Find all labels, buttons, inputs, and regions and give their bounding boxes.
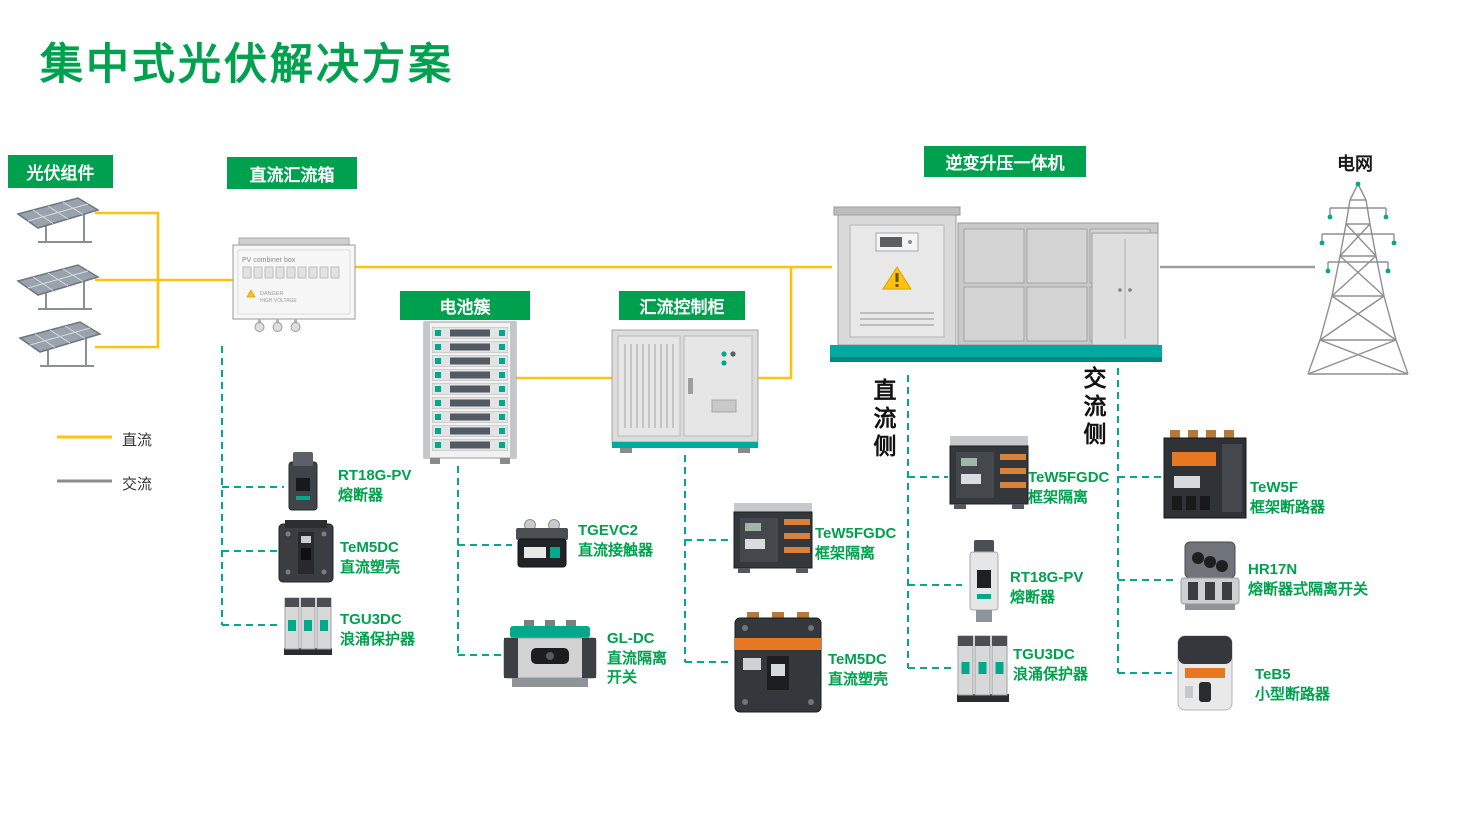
surge-protector-icon (957, 635, 1009, 702)
product-model: RT18G-PV (1010, 569, 1084, 586)
product-model: TGU3DC (1013, 646, 1075, 663)
product-label-tgu3dc-1: TGU3DC 浪涌保护器 (340, 610, 415, 649)
product-desc: 熔断器 (338, 486, 384, 504)
product-label-teb5: TeB5 小型断路器 (1255, 665, 1330, 704)
warning-triangle-icon (246, 289, 256, 298)
page-title: 集中式光伏解决方案 (40, 41, 454, 89)
control-cabinet-illustration (611, 329, 759, 453)
product-label-tem5dc-1: TeM5DC 直流塑壳 (340, 538, 400, 577)
fuse-holder-icon (288, 452, 318, 511)
product-model: TeM5DC (828, 651, 887, 668)
product-desc: 直流接触器 (578, 541, 654, 559)
product-model: HR17N (1248, 561, 1298, 578)
dc-combiner-box-illustration: PV combiner box DANGER HIGH VOLTAGE (232, 237, 356, 332)
product-label-gl-dc: GL-DC 直流隔离开关 (607, 629, 675, 688)
solar-panel-icon (19, 321, 101, 367)
product-label-tgu3dc-2: TGU3DC 浪涌保护器 (1013, 645, 1088, 684)
combiner-high-voltage-text: HIGH VOLTAGE (260, 298, 297, 304)
product-desc: 熔断器 (1010, 588, 1056, 606)
product-desc: 直流塑壳 (828, 670, 889, 688)
product-model: TeW5FGDC (1028, 469, 1110, 486)
dc-connection-lines (95, 211, 832, 380)
product-desc: 框架隔离 (1028, 488, 1089, 506)
inverter-illustration (830, 206, 1162, 362)
product-label-tem5dc-2: TeM5DC 直流塑壳 (828, 650, 888, 689)
combiner-box-caption: PV combiner box (242, 257, 296, 264)
product-model: TeB5 (1255, 666, 1291, 683)
transmission-tower-illustration (1307, 181, 1409, 375)
product-label-tew5fgdc-2: TeW5FGDC 框架隔离 (1028, 468, 1109, 507)
product-desc: 小型断路器 (1255, 685, 1331, 703)
product-desc: 框架隔离 (815, 544, 876, 562)
product-label-rt18g-pv-2: RT18G-PV 熔断器 (1010, 568, 1083, 607)
frame-isolator-icon (733, 503, 813, 573)
product-model: TGEVC2 (578, 522, 639, 539)
product-desc: 熔断器式隔离开关 (1248, 580, 1369, 598)
frame-breaker-icon (1163, 430, 1247, 519)
molded-case-breaker-icon (734, 612, 822, 713)
label-combiner-control-cabinet: 汇流控制柜 (619, 291, 745, 320)
product-desc: 直流隔离开关 (607, 649, 668, 687)
battery-cluster-illustration (423, 321, 517, 464)
product-desc: 浪涌保护器 (1013, 665, 1089, 683)
molded-case-breaker-icon (278, 520, 334, 583)
product-model: RT18G-PV (338, 467, 412, 484)
product-label-hr17n: HR17N 熔断器式隔离开关 (1248, 560, 1368, 599)
product-desc: 浪涌保护器 (340, 630, 416, 648)
label-power-grid: 电网 (1337, 154, 1373, 174)
surge-protector-icon (284, 597, 332, 655)
dc-contactor-icon (516, 519, 568, 568)
label-ac-side: 交流侧 (1080, 366, 1106, 450)
label-dc-side: 直流侧 (870, 378, 896, 462)
dc-isolation-switch-icon (503, 620, 597, 687)
product-desc: 直流塑壳 (340, 558, 401, 576)
product-label-tew5fgdc-1: TeW5FGDC 框架隔离 (815, 524, 896, 563)
combiner-danger-text: DANGER (260, 291, 284, 297)
product-label-tgevc2: TGEVC2 直流接触器 (578, 521, 653, 560)
legend-lines (57, 435, 112, 483)
product-label-tew5f: TeW5F 框架断路器 (1250, 478, 1325, 517)
solar-panel-icon (17, 197, 99, 243)
frame-isolator-icon (949, 436, 1029, 509)
product-connectors (221, 346, 1178, 674)
legend-ac-label: 交流 (122, 476, 153, 493)
product-label-rt18g-pv-1: RT18G-PV 熔断器 (338, 466, 411, 505)
label-battery-cluster: 电池簇 (400, 291, 530, 320)
fuse-isolation-switch-icon (1180, 541, 1240, 610)
product-desc: 框架断路器 (1250, 498, 1326, 516)
legend-dc-label: 直流 (122, 432, 153, 449)
solar-panel-icon (17, 264, 99, 310)
pv-array-illustration (17, 197, 101, 367)
product-model: TeW5FGDC (815, 525, 897, 542)
product-model: TGU3DC (340, 611, 402, 628)
fuse-holder-icon (969, 540, 999, 622)
label-pv-modules: 光伏组件 (8, 155, 113, 188)
product-model: TeM5DC (340, 539, 399, 556)
miniature-breaker-icon (1177, 635, 1233, 711)
label-dc-combiner-box: 直流汇流箱 (227, 157, 357, 189)
product-model: TeW5F (1250, 479, 1299, 496)
label-inverter-booster-unit: 逆变升压一体机 (924, 146, 1086, 177)
product-model: GL-DC (607, 630, 655, 647)
